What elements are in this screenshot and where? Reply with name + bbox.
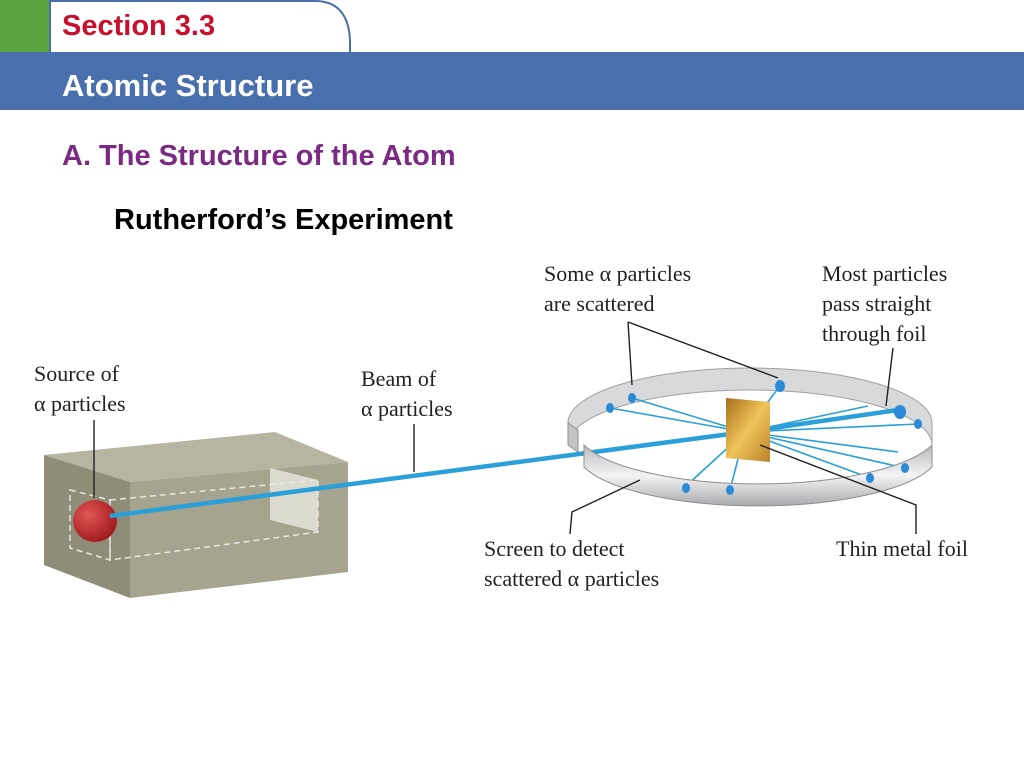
label-scattered-line-2: are scattered <box>544 291 655 316</box>
screen-gap-edge <box>567 422 579 453</box>
label-source-line-2: α particles <box>34 391 126 416</box>
label-foil: Thin metal foil <box>836 536 968 561</box>
label-straight: Most particles pass straight through foi… <box>822 261 953 346</box>
rutherford-diagram: Source of α particles Beam of α particle… <box>34 261 968 598</box>
straight-beam <box>744 407 899 435</box>
label-screen-line-1: Screen to detect <box>484 536 625 561</box>
scatter-paths <box>609 385 919 491</box>
label-straight-line-3: through foil <box>822 321 927 346</box>
header-tab-shape <box>49 0 351 54</box>
detector-screen-front <box>583 443 933 507</box>
leader-lines <box>93 321 917 535</box>
alpha-beam <box>109 429 746 519</box>
label-source-line-1: Source of <box>34 361 120 386</box>
alpha-source <box>73 500 117 542</box>
label-source: Source of α particles <box>34 361 126 416</box>
label-beam-line-1: Beam of <box>361 366 437 391</box>
label-scattered: Some α particles are scattered <box>544 261 697 316</box>
title-bar <box>0 52 1024 110</box>
label-screen: Screen to detect scattered α particles <box>484 536 659 591</box>
detection-dots <box>606 380 922 495</box>
diagram-title: Rutherford’s Experiment <box>114 204 453 236</box>
label-scattered-line-1: Some α particles <box>544 261 691 286</box>
label-beam: Beam of α particles <box>361 366 453 421</box>
label-straight-line-2: pass straight <box>822 291 931 316</box>
slide-title: Atomic Structure <box>62 68 314 103</box>
section-color-tab <box>0 0 50 52</box>
section-label: Section 3.3 <box>62 10 216 42</box>
label-screen-line-2: scattered α particles <box>484 566 659 591</box>
label-beam-line-2: α particles <box>361 396 453 421</box>
label-foil-line-1: Thin metal foil <box>836 536 968 561</box>
label-straight-line-1: Most particles <box>822 261 947 286</box>
gold-foil <box>726 398 770 462</box>
section-heading: A. The Structure of the Atom <box>62 140 456 172</box>
